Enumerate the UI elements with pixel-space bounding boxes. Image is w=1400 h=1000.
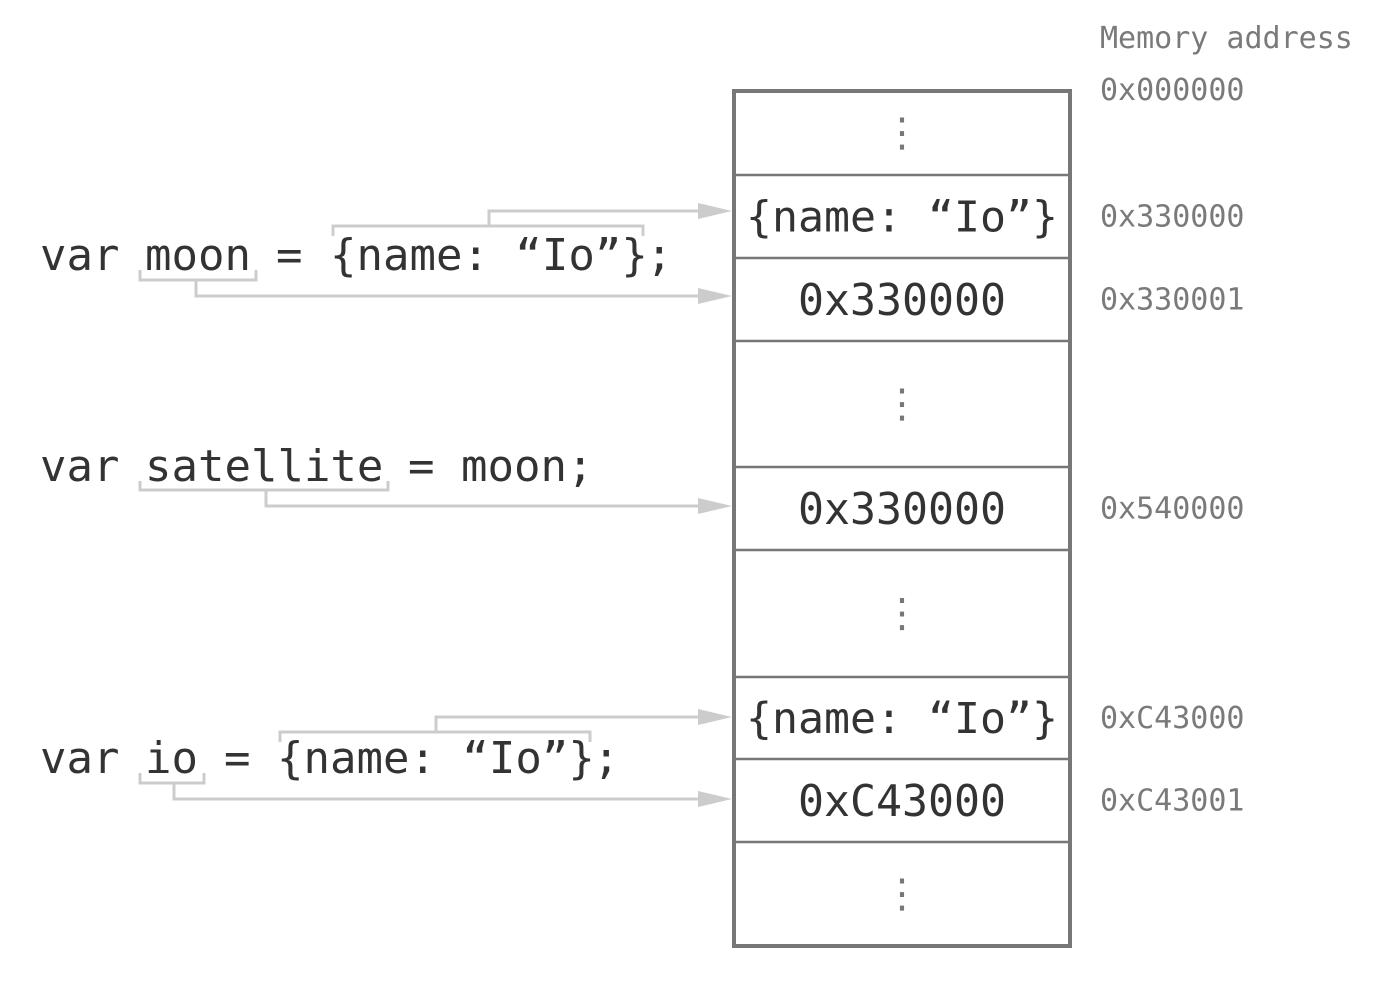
memory-cell-pointer: 0xC43000 [798, 776, 1006, 827]
memory-address-label: 0x540000 [1100, 492, 1245, 527]
memory-cell-ellipsis: ⋮ [882, 110, 922, 156]
memory-address-label: 0x330001 [1100, 283, 1245, 318]
var-name-satellite: satellite [145, 441, 383, 492]
memory-cell-ellipsis: ⋮ [882, 381, 922, 427]
memory-address-label: 0x330000 [1100, 200, 1245, 235]
bracket-satellite [138, 481, 390, 492]
arrow-var-satellite [264, 490, 700, 508]
memory-column: ⋮ {name: “Io”} 0x330000 ⋮ 0x330000 ⋮ {name: “I… [732, 89, 1072, 948]
equals-sign: = [224, 733, 251, 784]
memory-cell-ellipsis: ⋮ [882, 591, 922, 637]
value-moon-reference: moon; [461, 441, 593, 492]
memory-cell-object: {name: “Io”} [746, 694, 1058, 744]
code-line-satellite: var satellite = moon; [40, 441, 593, 492]
memory-cell-ellipsis: ⋮ [882, 871, 922, 917]
keyword-var: var [40, 230, 119, 281]
var-name-moon: moon [145, 230, 251, 281]
equals-sign: = [276, 230, 303, 281]
object-literal-moon: {name: “Io”} [330, 230, 648, 281]
arrow-var-moon [194, 280, 700, 298]
bracket-io [138, 773, 206, 785]
memory-cell-pointer: 0x330000 [798, 484, 1006, 535]
memory-border [732, 89, 1072, 948]
memory-cell-object: {name: “Io”} [746, 193, 1058, 243]
arrow-object-moon [487, 209, 700, 226]
memory-address-header: Memory address [1100, 21, 1353, 56]
arrow-object-io [434, 715, 700, 732]
arrow-var-io [172, 783, 700, 801]
keyword-var: var [40, 441, 119, 492]
arrowhead [698, 791, 732, 807]
memory-cell-pointer: 0x330000 [798, 275, 1006, 326]
equals-sign: = [408, 441, 435, 492]
semicolon: ; [593, 733, 620, 784]
keyword-var: var [40, 733, 119, 784]
arrowhead [698, 709, 732, 725]
semicolon: ; [646, 230, 673, 281]
memory-address-label: 0xC43001 [1100, 784, 1245, 819]
arrowhead [698, 288, 732, 304]
var-name-io: io [145, 733, 198, 784]
code-line-moon: var moon = {name: “Io”} ; [40, 230, 673, 281]
arrowhead [698, 498, 732, 514]
arrowhead [698, 203, 732, 219]
object-literal-io: {name: “Io”} [277, 733, 595, 784]
memory-address-label: 0x000000 [1100, 73, 1245, 108]
memory-address-label: 0xC43000 [1100, 701, 1245, 736]
code-line-io: var io = {name: “Io”} ; [40, 733, 620, 784]
bracket-moon [138, 270, 258, 282]
